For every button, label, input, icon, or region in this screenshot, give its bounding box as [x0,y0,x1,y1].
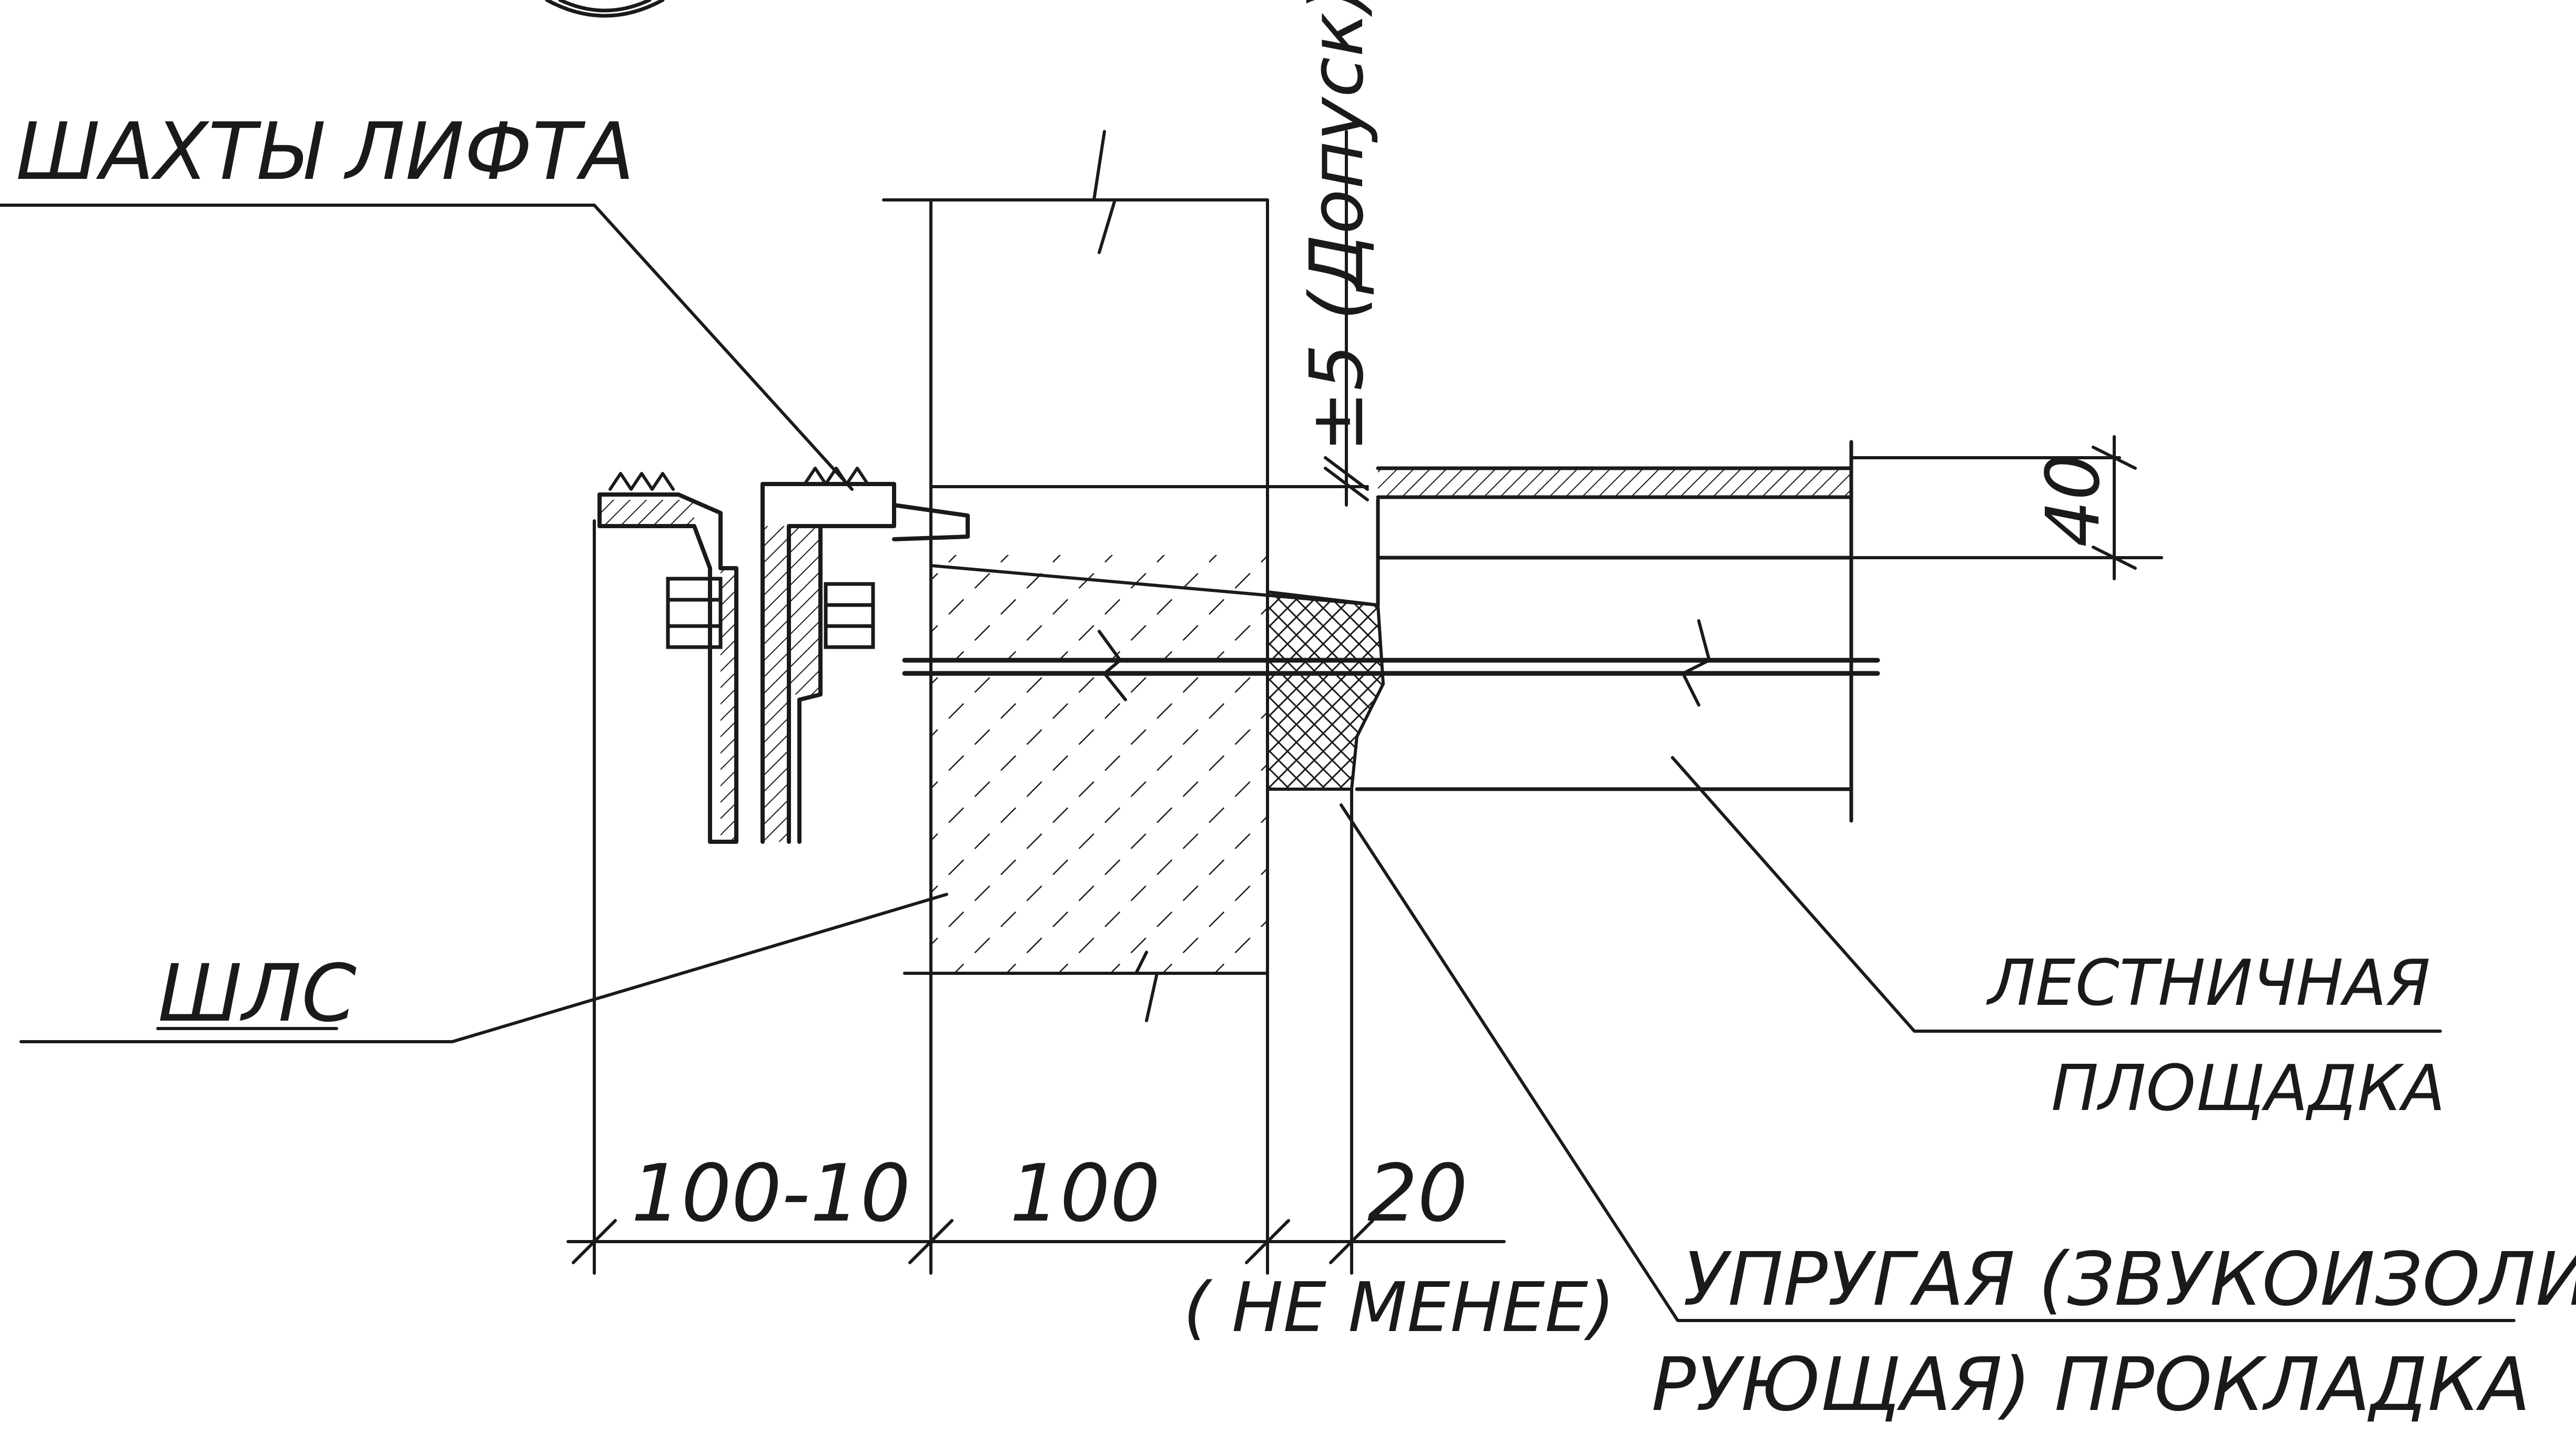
reinforcement-line [902,658,1880,676]
label-lift-shaft: ШАХТЫ ЛИФТА [16,106,634,198]
tolerance-lines [1324,130,1369,507]
stair-landing-slab [1355,440,1853,823]
wall-block-lower [931,673,1267,973]
leader-lift-shaft [0,204,854,491]
leader-pad [1340,803,2516,1322]
label-not-less: ( НЕ МЕНЕЕ) [1183,1267,1615,1347]
wall-break-bottom [1134,951,1159,1022]
label-shls: ШЛС [158,948,357,1040]
label-dim-40: 40 [2031,454,2116,547]
wall-outline [882,198,1269,975]
label-dim-20: 20 [1367,1148,1468,1239]
rebar-break-right [1681,619,1711,707]
detail-marker-circle [545,0,665,18]
leader-shls [19,893,948,1043]
rebar-break-left [1098,630,1127,701]
label-dim-100: 100 [1010,1148,1160,1239]
label-stair-landing-1: ЛЕСТНИЧНАЯ [1986,947,2430,1020]
leader-stair-landing [1671,756,2442,1033]
label-stair-landing-2: ПЛОЩАДКА [2051,1052,2445,1125]
label-tolerance: ±5 (Допуск) [1294,0,1380,452]
dim-40-lines [1850,435,2163,580]
wall-block-upper [931,555,1267,660]
label-dim-100-10: 100-10 [631,1148,910,1239]
label-pad-2: РУЮЩАЯ) ПРОКЛАДКА [1651,1342,2530,1428]
bottom-dimensions [566,519,1506,1275]
lift-door-assembly [597,467,970,844]
elastic-pad [1266,590,1385,791]
landing-finish-layer [1378,468,1851,497]
label-pad-1: УПРУГАЯ (ЗВУКОИЗОЛИ- [1683,1237,2576,1323]
wall-break-top [1092,130,1117,254]
